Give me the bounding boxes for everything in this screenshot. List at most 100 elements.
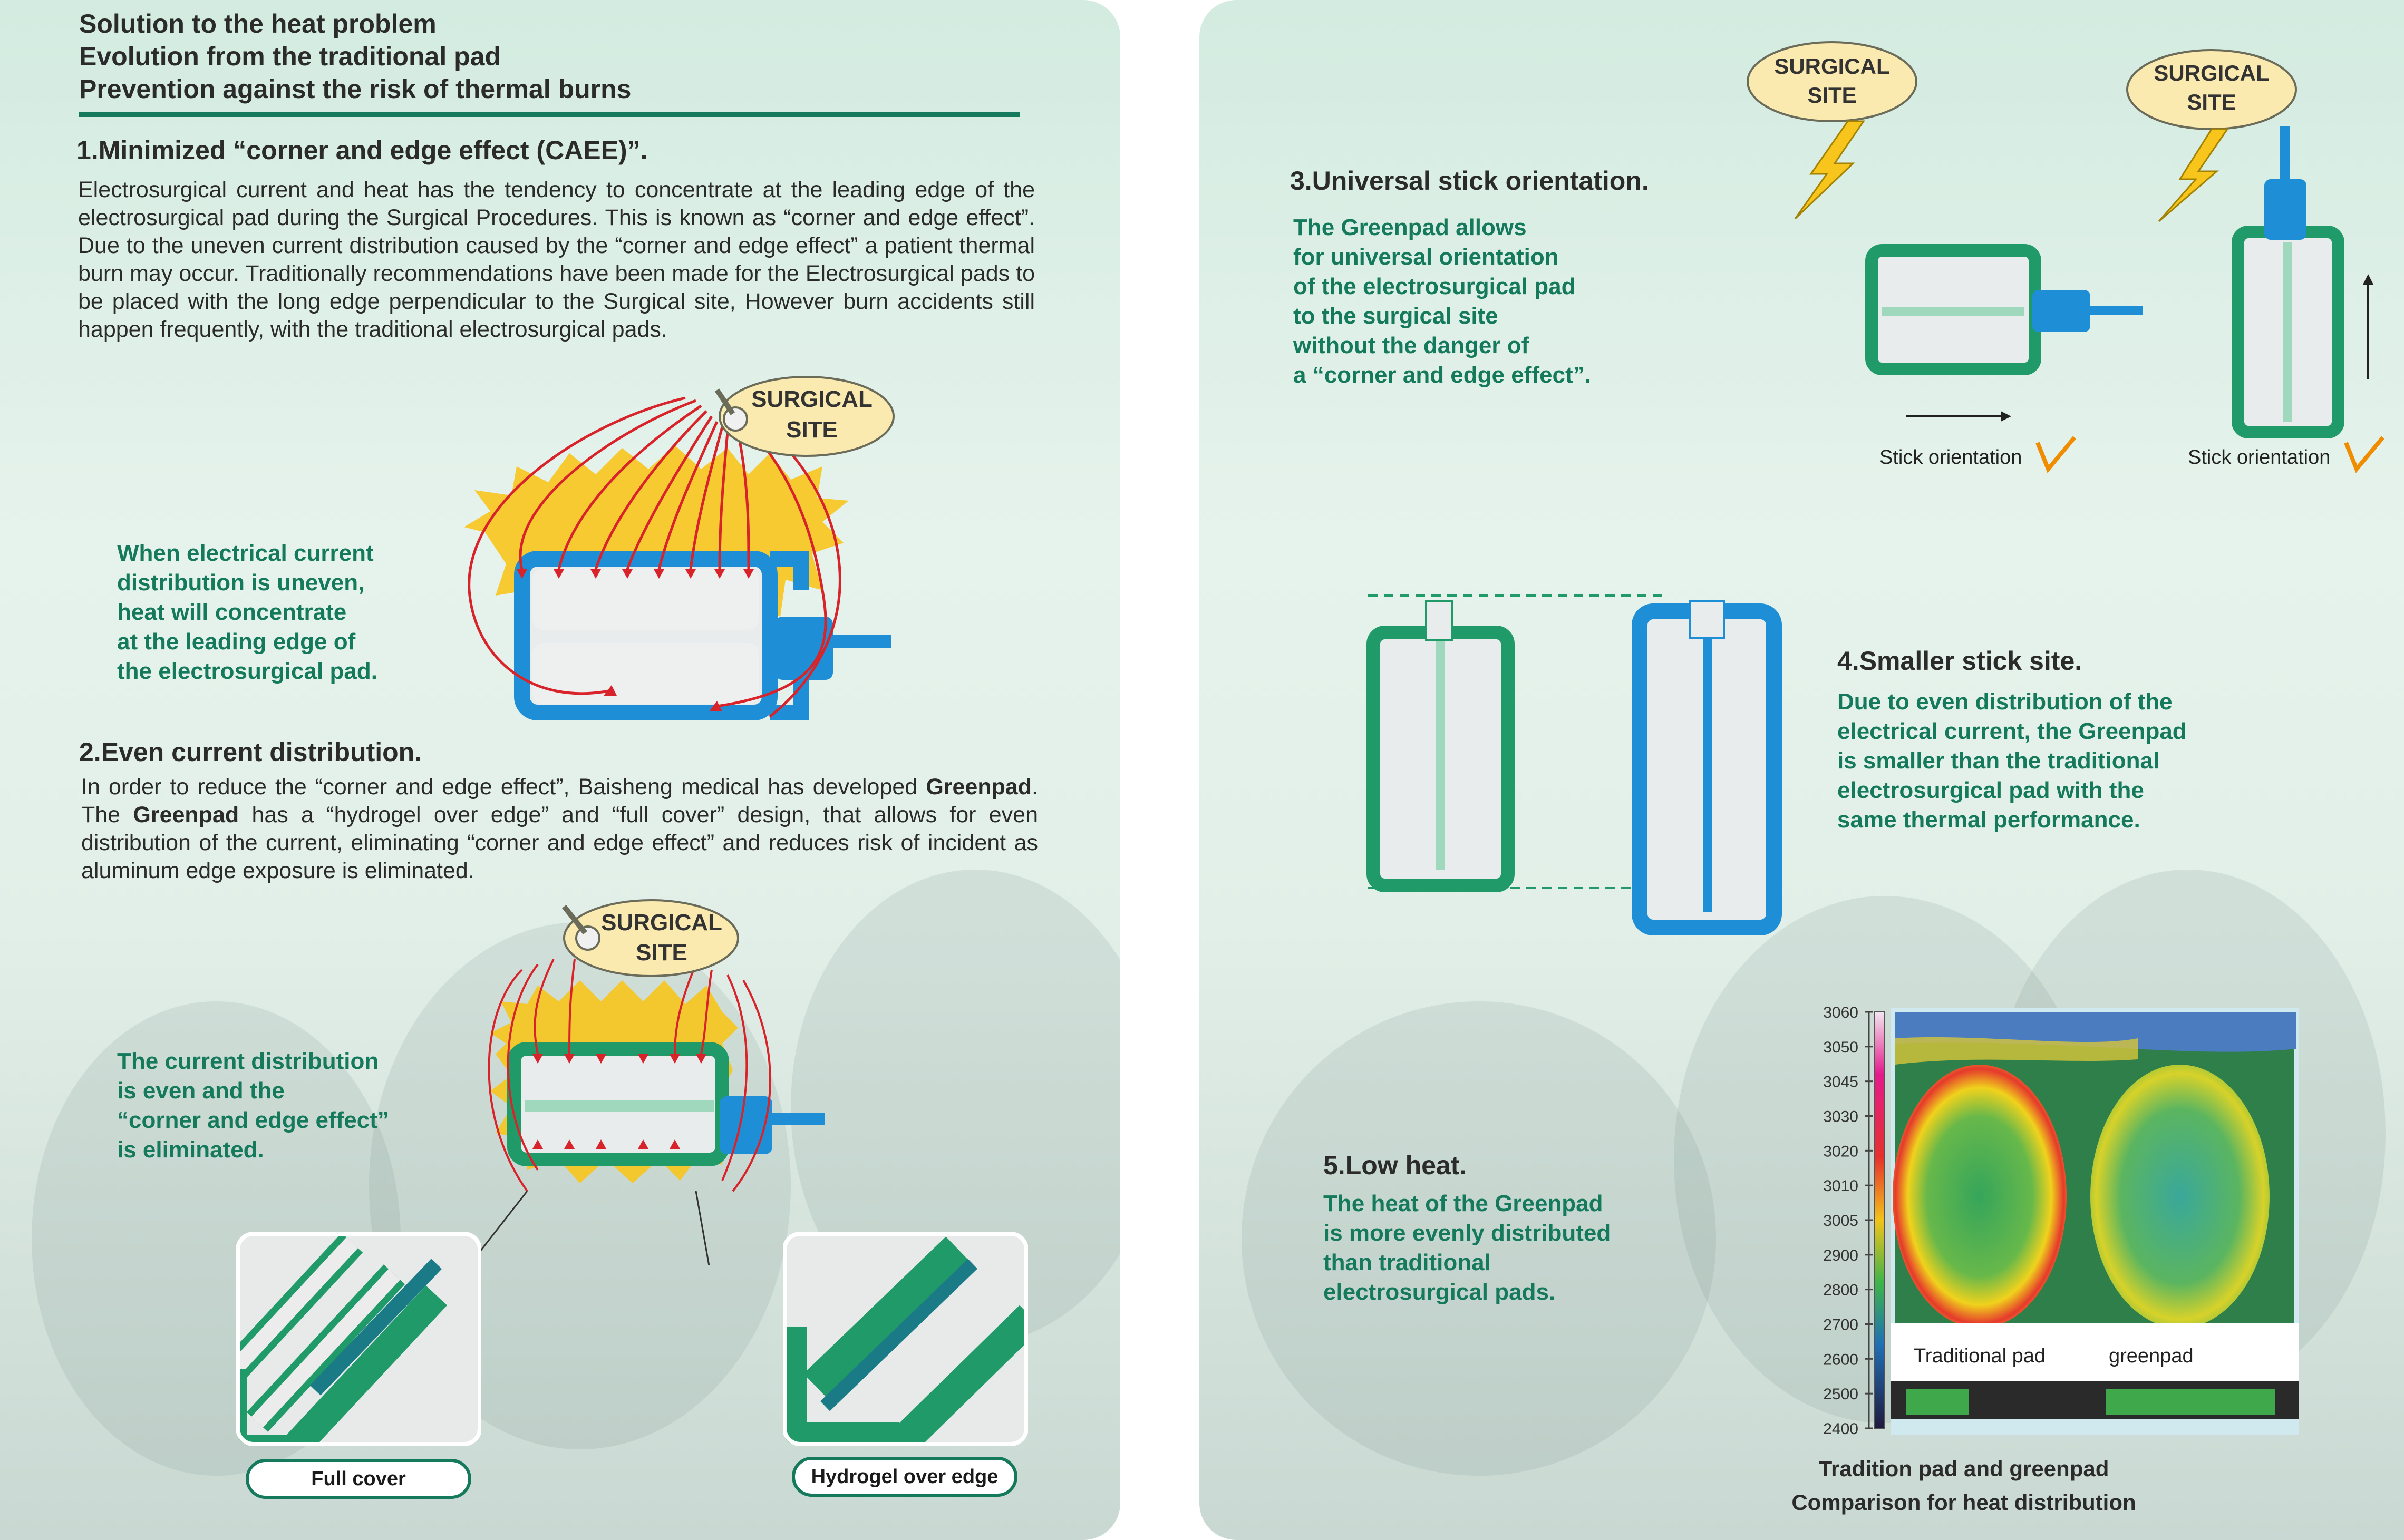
surgical-site-label: SURGICAL [1774,54,1889,79]
stick-orientation-label: Stick orientation [1879,446,2022,469]
lightning-icon [1794,120,1865,220]
section-1-title: 1.Minimized “corner and edge effect (CAE… [76,135,648,165]
color-scale-bar [1874,1011,1885,1429]
pad-connector [775,617,833,680]
section-2-title: 2.Even current distribution. [79,737,422,767]
note-line: without the danger of [1293,333,1529,358]
section-5-note: The heat of the Greenpad is more evenly … [1323,1189,1611,1307]
scale-tick-label: 3030 [1823,1108,1858,1126]
section-3-note: The Greenpad allows for universal orient… [1293,213,1591,390]
surgical-site-label: SITE [636,940,687,966]
greenpad-heat [2090,1065,2270,1328]
note-line: is more evenly distributed [1323,1220,1611,1246]
note-line: When electrical current [117,540,374,566]
scale-tick-label: 2400 [1823,1420,1858,1438]
note-line: electrosurgical pads. [1323,1279,1556,1305]
scale-ticks: 3060 3050 3045 3030 3020 3010 3005 2900 2800 2700… [1823,1004,1873,1438]
scale-tick-label: 3005 [1823,1212,1858,1230]
note-line: than traditional [1323,1250,1491,1275]
note-line: “corner and edge effect” [117,1107,389,1133]
scale-tick-label: 3045 [1823,1074,1858,1091]
note-line: the electrosurgical pad. [117,658,377,684]
current-arrowheads [532,1054,706,1149]
surgical-site-label: SURGICAL [751,386,873,412]
greenpad-label: greenpad [2109,1345,2194,1367]
current-lines [468,396,841,718]
note-line: is even and the [117,1078,285,1104]
scale-tick-label: 3010 [1823,1177,1858,1195]
surgical-site-label: SITE [1807,83,1856,108]
note-line: of the electrosurgical pad [1293,274,1576,299]
caption-line-2: Comparison for heat distribution [1791,1490,2136,1515]
surgical-site-bubble: SURGICAL SITE [562,899,739,977]
traditional-pad-label: Traditional pad [1914,1345,2046,1367]
scale-tick-label: 2500 [1823,1386,1858,1403]
section-2-note: The current distribution is even and the… [117,1047,389,1165]
caption-line-1: Tradition pad and greenpad [1818,1456,2109,1481]
scale-tick-label: 2800 [1823,1282,1858,1299]
scale-tick-label: 3020 [1823,1143,1858,1160]
checkmark-icon [2035,436,2077,473]
current-arrowheads [517,569,754,711]
page-header: Solution to the heat problem Evolution f… [79,7,1028,105]
pad-size-comparison [1366,594,1782,935]
hydrogel-detail [783,1232,1028,1446]
section-1-body: Electrosurgical current and heat has the… [78,177,1035,342]
thermal-comparison-image: 3060 3050 3045 3030 3020 3010 3005 2900 2800 2700… [1823,1004,2299,1438]
vertical-pad [2232,126,2344,438]
thermal-caption: Tradition pad and greenpad Comparison fo… [1727,1452,2201,1519]
stick-orientation-diagram: SURGICAL SITE Stick orientation SURGICAL… [1747,41,2385,473]
scale-tick-label: 2900 [1823,1247,1858,1264]
note-line: Due to even distribution of the [1837,689,2173,715]
surgical-site-bubble: SURGICAL SITE [2126,49,2297,130]
traditional-pad-large [1632,600,1782,935]
section-4-title: 4.Smaller stick site. [1837,646,2082,676]
scale-tick-label: 3050 [1823,1039,1858,1056]
note-line: distribution is uneven, [117,570,365,596]
surgical-site-label: SITE [786,417,838,443]
right-page: 3.Universal stick orientation. The Green… [1199,0,2404,1540]
section-3-title: 3.Universal stick orientation. [1290,166,1649,196]
note-line: is eliminated. [117,1137,264,1163]
header-line-1: Solution to the heat problem [79,9,437,38]
pad-connector [720,1096,772,1154]
left-page: Solution to the heat problem Evolution f… [0,0,1120,1540]
greenpad-small [1366,600,1515,892]
section-4-note: Due to even distribution of the electric… [1837,687,2187,835]
stick-orientation-label: Stick orientation [2188,446,2330,469]
note-line: for universal orientation [1293,244,1559,270]
note-line: a “corner and edge effect”. [1293,362,1591,388]
section-5-title: 5.Low heat. [1323,1151,1467,1180]
header-line-3: Prevention against the risk of thermal b… [79,74,632,104]
surgical-site-bubble: SURGICAL SITE [714,376,895,457]
scale-tick-label: 2600 [1823,1351,1858,1368]
note-line: to the surgical site [1293,303,1498,329]
current-lines [488,959,771,1192]
surgical-site-bubble: SURGICAL SITE [1747,41,1917,122]
surgical-site-label: SURGICAL [2154,61,2269,85]
scale-tick-label: 2700 [1823,1317,1858,1334]
horizontal-pad [1865,244,2143,375]
note-line: is smaller than the traditional [1837,748,2160,774]
header-line-2: Evolution from the traditional pad [79,42,501,71]
section-2-body: In order to reduce the “corner and edge … [81,774,1038,883]
lightning-icon [2158,128,2229,222]
note-line: electrosurgical pad with the [1837,777,2144,803]
scale-tick-label: 3060 [1823,1004,1858,1021]
full-cover-detail [236,1232,481,1446]
note-line: at the leading edge of [117,629,356,655]
surgical-site-label: SURGICAL [601,910,722,935]
note-line: same thermal performance. [1837,807,2140,833]
label-hydrogel-over-edge: Hydrogel over edge [792,1457,1017,1497]
note-line: The heat of the Greenpad [1323,1191,1603,1216]
greenpad-diagram: SURGICAL SITE [468,899,825,1265]
note-line: heat will concentrate [117,599,347,625]
header-divider [79,112,1020,117]
note-line: The current distribution [117,1048,379,1074]
surgical-site-label: SITE [2187,90,2236,114]
note-line: electrical current, the Greenpad [1837,718,2187,744]
checkmark-icon [2344,436,2385,473]
note-line: The Greenpad allows [1293,215,1527,240]
section-1-note: When electrical current distribution is … [117,539,377,686]
traditional-pad-heat [1893,1065,2067,1328]
